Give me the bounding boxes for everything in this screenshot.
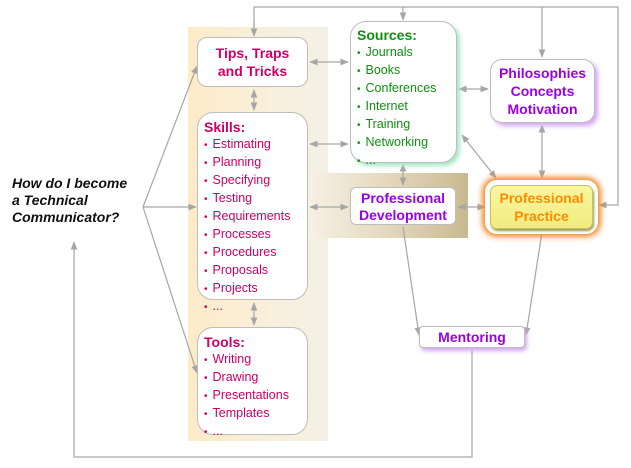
list-item: Networking <box>357 134 456 152</box>
list-item: Internet <box>357 98 456 116</box>
list-item: Testing <box>204 190 307 208</box>
list-item: Writing <box>204 351 307 369</box>
list-item: Projects <box>204 280 307 298</box>
list-item: Processes <box>204 226 307 244</box>
list-item: Specifying <box>204 172 307 190</box>
list-item: Conferences <box>357 80 456 98</box>
skills-node[interactable]: Skills: Estimating Planning Specifying T… <box>197 112 308 313</box>
list-item: Proposals <box>204 262 307 280</box>
professional-practice-node[interactable]: Professional Practice <box>490 185 593 229</box>
list-item: Procedures <box>204 244 307 262</box>
connector-profdev-mentoring <box>402 226 422 336</box>
list-item: ... <box>204 298 307 316</box>
list-item: ... <box>204 423 307 441</box>
sources-heading: Sources: <box>357 27 417 43</box>
list-item: Journals <box>357 44 456 62</box>
list-item: Templates <box>204 405 307 423</box>
tools-heading: Tools: <box>204 334 245 350</box>
list-item: Drawing <box>204 369 307 387</box>
philosophies-node[interactable]: Philosophies Concepts Motivation <box>490 59 595 123</box>
list-item: ... <box>357 152 456 170</box>
sources-node[interactable]: Sources: Journals Books Conferences Inte… <box>350 21 457 167</box>
tips-traps-tricks-node[interactable]: Tips, Traps and Tricks <box>197 37 308 87</box>
connector-question-tools <box>142 206 198 374</box>
list-item: Planning <box>204 154 307 172</box>
skills-heading: Skills: <box>204 119 246 135</box>
list-item: Requirements <box>204 208 307 226</box>
list-item: Training <box>357 116 456 134</box>
list-item: Presentations <box>204 387 307 405</box>
central-question: How do I become a Technical Communicator… <box>12 175 128 225</box>
mentoring-node[interactable]: Mentoring <box>419 326 525 348</box>
connector-practice-mentoring <box>523 231 543 336</box>
connector-bottom-loop <box>70 241 473 458</box>
connector-top-loop <box>253 6 619 206</box>
list-item: Books <box>357 62 456 80</box>
professional-development-node[interactable]: Professional Development <box>350 187 456 225</box>
list-item: Estimating <box>204 136 307 154</box>
connector-question-tips <box>142 65 198 208</box>
tools-node[interactable]: Tools: Writing Drawing Presentations Tem… <box>197 327 308 438</box>
connector-sources-practice <box>461 134 497 179</box>
